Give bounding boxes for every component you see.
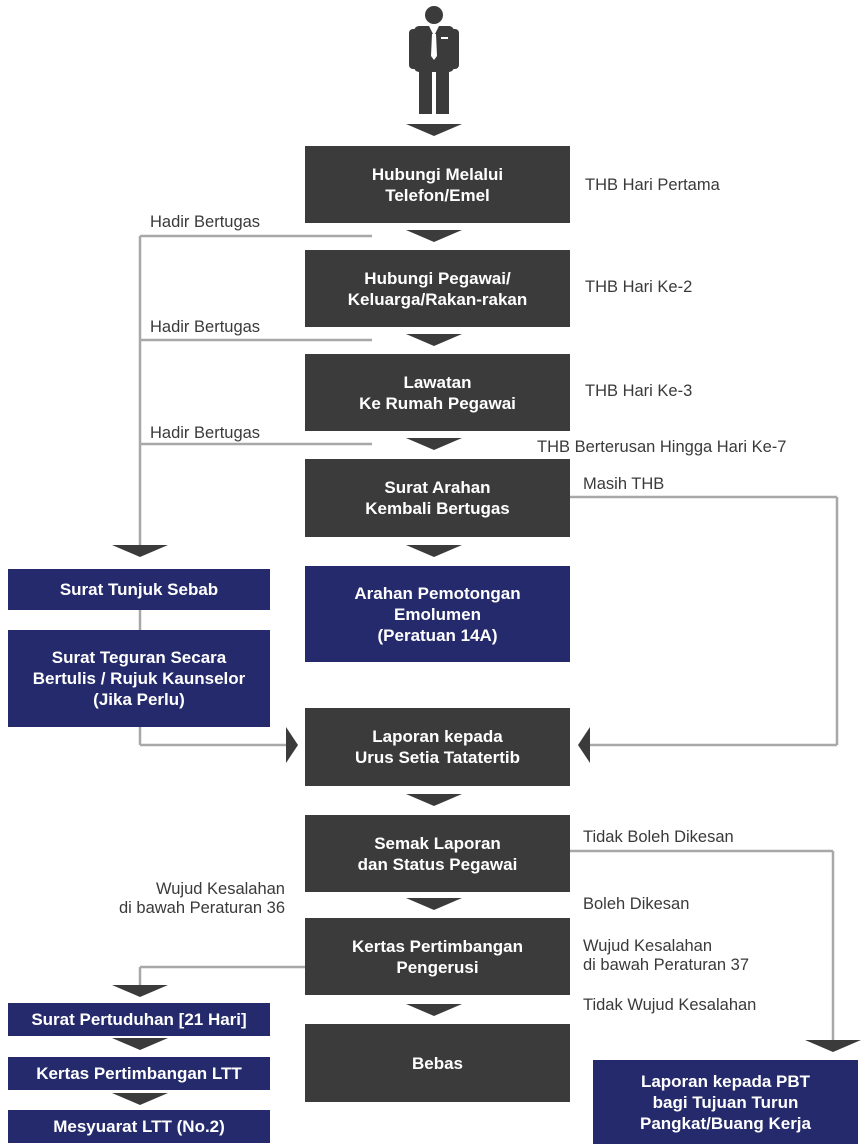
step-lawatan-rumah: Lawatan Ke Rumah Pegawai — [305, 354, 570, 431]
step-arahan-pemotongan-emolumen: Arahan Pemotongan Emolumen (Peratuan 14A… — [305, 566, 570, 662]
down-arrow — [406, 334, 462, 346]
step-surat-pertuduhan: Surat Pertuduhan [21 Hari] — [8, 1003, 270, 1036]
step-kertas-pertimbangan-pengerusi: Kertas Pertimbangan Pengerusi — [305, 918, 570, 995]
step-semak-laporan: Semak Laporan dan Status Pegawai — [305, 815, 570, 892]
down-arrow — [112, 1093, 168, 1105]
label-hadir-bertugas: Hadir Bertugas — [150, 424, 261, 442]
label-boleh-dikesan: Boleh Dikesan — [583, 895, 690, 913]
step-laporan-urus-setia: Laporan kepada Urus Setia Tatatertib — [305, 708, 570, 786]
step-kertas-pertimbangan-ltt: Kertas Pertimbangan LTT — [8, 1057, 270, 1090]
box-text: Mesyuarat LTT (No.2) — [53, 1117, 225, 1136]
box-text: Surat Teguran Secara Bertulis / Rujuk Ka… — [32, 648, 246, 709]
box-text: Hubungi Melalui Telefon/Emel — [371, 164, 504, 205]
left-arrow — [578, 727, 590, 763]
step-mesyuarat-ltt: Mesyuarat LTT (No.2) — [8, 1110, 270, 1143]
box-text: Kertas Pertimbangan Pengerusi — [352, 936, 523, 977]
step-laporan-pbt: Laporan kepada PBT bagi Tujuan Turun Pan… — [593, 1060, 858, 1144]
down-arrow — [406, 1004, 462, 1016]
step-hubungi-telefon-emel: Hubungi Melalui Telefon/Emel — [305, 146, 570, 223]
box-text: Surat Tunjuk Sebab — [59, 580, 219, 599]
box-text: Bebas — [411, 1053, 464, 1073]
right-arrow — [286, 727, 298, 763]
down-arrow — [112, 545, 168, 557]
step-hubungi-pegawai-keluarga: Hubungi Pegawai/ Keluarga/Rakan-rakan — [305, 250, 570, 327]
box-text: Semak Laporan dan Status Pegawai — [357, 833, 518, 874]
label-tidak-wujud-kesalahan: Tidak Wujud Kesalahan — [583, 996, 757, 1014]
box-text: Hubungi Pegawai/ Keluarga/Rakan-rakan — [347, 268, 528, 309]
box-text: Arahan Pemotongan Emolumen (Peratuan 14A… — [354, 583, 521, 645]
down-arrow — [805, 1040, 861, 1052]
label-hadir-bertugas: Hadir Bertugas — [150, 213, 261, 231]
down-arrow — [112, 985, 168, 997]
label-thb-hari-ke-2: THB Hari Ke-2 — [585, 278, 693, 296]
down-arrow — [406, 438, 462, 450]
box-text: Lawatan Ke Rumah Pegawai — [359, 372, 516, 413]
label-thb-hari-pertama: THB Hari Pertama — [585, 176, 720, 194]
label-hadir-bertugas: Hadir Bertugas — [150, 318, 261, 336]
step-surat-tunjuk-sebab: Surat Tunjuk Sebab — [8, 569, 270, 610]
down-arrow — [406, 545, 462, 557]
box-text: Surat Pertuduhan [21 Hari] — [31, 1010, 247, 1029]
label-tidak-boleh-dikesan: Tidak Boleh Dikesan — [583, 828, 734, 846]
box-text: Laporan kepada PBT bagi Tujuan Turun Pan… — [640, 1071, 811, 1133]
down-arrow — [406, 794, 462, 806]
label-wujud-kesalahan-36: Wujud Kesalahan di bawah Peraturan 36 — [118, 880, 285, 917]
down-arrow — [112, 1038, 168, 1050]
label-thb-hari-ke-3: THB Hari Ke-3 — [585, 382, 693, 400]
employee-person-icon — [409, 6, 459, 114]
box-text: Kertas Pertimbangan LTT — [36, 1064, 242, 1083]
box-text: Laporan kepada Urus Setia Tatatertib — [354, 727, 520, 767]
box-text: Surat Arahan Kembali Bertugas — [365, 478, 510, 518]
label-masih-thb: Masih THB — [583, 475, 665, 493]
down-arrow — [406, 898, 462, 910]
step-surat-arahan: Surat Arahan Kembali Bertugas — [305, 459, 570, 537]
label-thb-berterusan: THB Berterusan Hingga Hari Ke-7 — [537, 438, 787, 456]
label-wujud-kesalahan-37: Wujud Kesalahan di bawah Peraturan 37 — [583, 937, 750, 974]
down-arrow — [406, 124, 462, 136]
down-arrow — [406, 230, 462, 242]
step-bebas: Bebas — [305, 1024, 570, 1102]
step-surat-teguran: Surat Teguran Secara Bertulis / Rujuk Ka… — [8, 630, 270, 727]
